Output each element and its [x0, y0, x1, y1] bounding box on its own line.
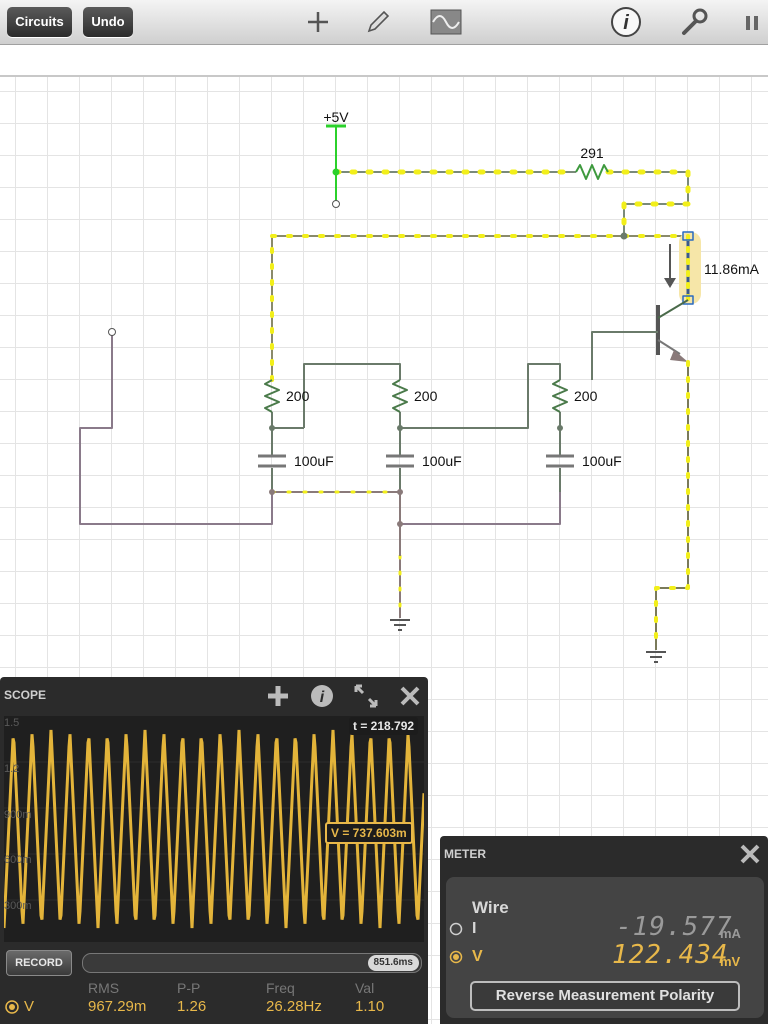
y-tick-label: 1.2	[4, 763, 20, 775]
capacitor-2-label: 100uF	[422, 453, 462, 469]
stat-header-freq: Freq	[266, 980, 295, 996]
voltage-value: 122.434	[612, 940, 729, 970]
pencil-icon[interactable]	[362, 6, 394, 38]
svg-text:i: i	[623, 12, 629, 34]
reverse-polarity-button[interactable]: Reverse Measurement Polarity	[470, 981, 740, 1011]
stat-value-freq: 26.28Hz	[266, 998, 322, 1015]
expand-icon[interactable]	[352, 682, 380, 710]
record-button[interactable]: RECORD	[6, 950, 72, 976]
resistor-291-label: 291	[580, 145, 604, 161]
supply-label: +5V	[323, 109, 349, 125]
resistor-3	[552, 379, 568, 413]
ground-right	[646, 651, 666, 663]
mode-label-voltage: V	[472, 948, 483, 965]
feedback-wire	[79, 332, 273, 525]
current-readout: 11.86mA	[704, 261, 760, 277]
close-meter-icon[interactable]	[738, 842, 762, 866]
ammeter-highlight	[679, 232, 701, 304]
stat-value-pp: 1.26	[177, 998, 207, 1015]
meter-title: METER	[444, 847, 486, 861]
circuits-button[interactable]: Circuits	[7, 7, 72, 37]
scope-info-icon[interactable]: i	[308, 682, 336, 710]
mode-radio-current[interactable]	[449, 922, 463, 936]
move-icon[interactable]	[302, 6, 334, 38]
pause-icon[interactable]	[738, 6, 768, 38]
wrench-icon[interactable]	[678, 6, 710, 38]
ground-left	[390, 619, 410, 631]
toolbar: Circuits Undo i	[0, 0, 768, 45]
stat-header-pp: P-P	[177, 980, 201, 996]
subtoolbar	[0, 45, 768, 77]
stat-value-val: 1.10	[355, 998, 385, 1015]
time-badge: t = 218.792	[349, 717, 419, 735]
svg-text:i: i	[320, 689, 325, 706]
stat-header-rms: RMS	[88, 980, 120, 996]
resistor-1	[264, 379, 280, 413]
channel-label: V	[24, 998, 35, 1015]
y-tick-label: 1.5	[4, 717, 20, 729]
stat-header-val: Val	[355, 980, 375, 996]
capacitor-3	[546, 454, 574, 468]
value-badge: V = 737.603m	[325, 822, 413, 844]
resistor-291	[575, 164, 609, 180]
y-tick-label: 900m	[4, 809, 32, 821]
scope-title: SCOPE	[4, 688, 47, 702]
voltage-unit: mV	[720, 954, 741, 969]
undo-button[interactable]: Undo	[83, 7, 133, 37]
resistor-3-label: 200	[574, 388, 598, 404]
add-icon[interactable]	[264, 682, 292, 710]
mode-radio-voltage[interactable]	[449, 950, 463, 964]
scope-trace	[4, 729, 424, 929]
timebase-slider[interactable]: 851.6ms	[82, 953, 422, 973]
capacitor-2	[386, 454, 414, 468]
timebase-value[interactable]: 851.6ms	[367, 955, 419, 971]
y-tick-label: 600m	[4, 854, 32, 866]
y-tick-label: 300m	[4, 900, 32, 912]
capacitor-3-label: 100uF	[582, 453, 622, 469]
current-value: -19.577	[616, 912, 733, 942]
rail-wire	[271, 235, 688, 380]
info-icon[interactable]: i	[610, 6, 642, 38]
resistor-2-label: 200	[414, 388, 438, 404]
resistor-2	[392, 379, 408, 413]
mode-label-current: I	[472, 920, 477, 937]
meter-target: Wire	[472, 898, 509, 917]
scope-icon[interactable]	[430, 6, 462, 38]
close-scope-icon[interactable]	[396, 682, 424, 710]
stat-value-rms: 967.29m	[88, 998, 147, 1015]
capacitor-1	[258, 454, 286, 468]
scope-waveform	[4, 729, 424, 929]
resistor-1-label: 200	[286, 388, 310, 404]
channel-radio-selected[interactable]	[5, 1000, 19, 1014]
capacitor-1-label: 100uF	[294, 453, 334, 469]
current-unit: mA	[720, 926, 741, 941]
